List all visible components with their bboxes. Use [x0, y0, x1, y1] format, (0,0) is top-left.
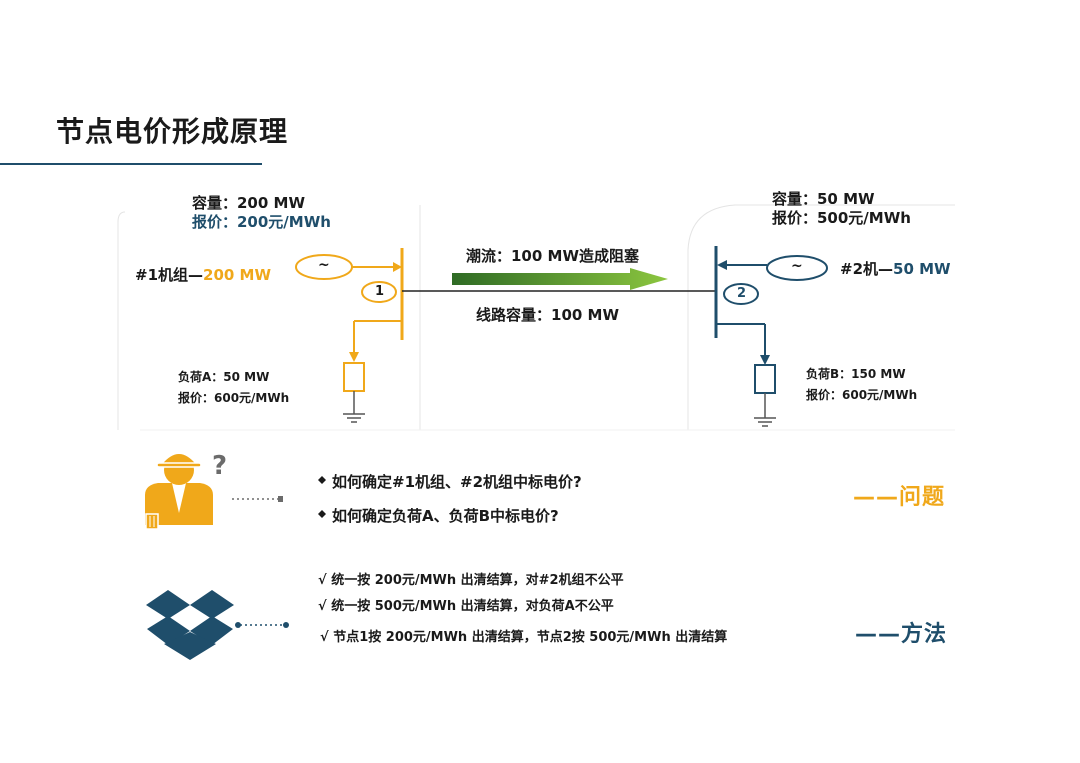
node2-generator-label: #2机—50 MW — [840, 258, 951, 279]
question-item-2: 如何确定负荷A、负荷B中标电价? — [332, 507, 559, 525]
line-capacity-label: 线路容量：100 MW — [476, 306, 620, 324]
flow-arrow — [452, 268, 668, 290]
node1-generator-name: #1机组— — [135, 266, 204, 284]
question-mark: ? — [212, 451, 228, 481]
node1-ground — [343, 391, 365, 423]
question-bullet-2 — [318, 510, 326, 518]
node2-circuit — [714, 246, 828, 394]
node1-bid: 报价：200元/MWh — [192, 213, 331, 231]
question-bullet-1 — [318, 476, 326, 484]
node2-bid: 报价：500元/MWh — [772, 209, 911, 227]
node2-generator-tilde: ~ — [791, 258, 803, 274]
worker-question-icon — [145, 452, 213, 530]
node2-generator-name: #2机— — [840, 260, 894, 278]
node2-load-price: 报价：600元/MWh — [806, 388, 918, 402]
node2-bus-number-circle — [723, 283, 759, 305]
node2-capacity: 容量：50 MW — [772, 190, 875, 208]
node2-load-symbol — [754, 364, 776, 394]
node1-capacity: 容量：200 MW — [192, 194, 306, 212]
node1-generator-label: #1机组—200 MW — [135, 264, 271, 285]
node1-generator-output: 200 MW — [203, 266, 272, 284]
method-item-1: √ 统一按 200元/MWh 出清结算，对#2机组不公平 — [318, 573, 624, 588]
node2-ground — [754, 393, 776, 427]
method-item-3: √ 节点1按 200元/MWh 出清结算，节点2按 500元/MWh 出清结算 — [320, 630, 728, 645]
question-item-1: 如何确定#1机组、#2机组中标电价? — [332, 473, 582, 491]
node1-bus-number: 1 — [375, 284, 385, 299]
node1-circuit — [295, 248, 404, 392]
node2-generator-output: 50 MW — [893, 260, 951, 278]
node1-load-name: 负荷A：50 MW — [178, 370, 270, 384]
node2-generator-symbol — [766, 255, 828, 281]
node1-load-symbol — [343, 362, 365, 392]
page-title: 节点电价形成原理 — [56, 115, 289, 148]
node2-load-name: 负荷B：150 MW — [806, 367, 906, 381]
title-underline — [0, 163, 262, 165]
line-flow-label: 潮流：100 MW造成阻塞 — [466, 247, 640, 265]
node2-region-outline — [687, 204, 955, 430]
node2-bus-number: 2 — [737, 286, 747, 301]
node1-bus-number-circle — [361, 281, 397, 303]
node1-region-outline — [117, 205, 421, 430]
node1-load-price: 报价：600元/MWh — [178, 391, 290, 405]
question-section-label: ——问题 — [853, 485, 946, 510]
method-section-label: ——方法 — [855, 622, 948, 647]
box-method-icon — [146, 590, 234, 660]
node1-generator-tilde: ~ — [318, 257, 330, 273]
method-item-2: √ 统一按 500元/MWh 出清结算，对负荷A不公平 — [318, 599, 614, 614]
